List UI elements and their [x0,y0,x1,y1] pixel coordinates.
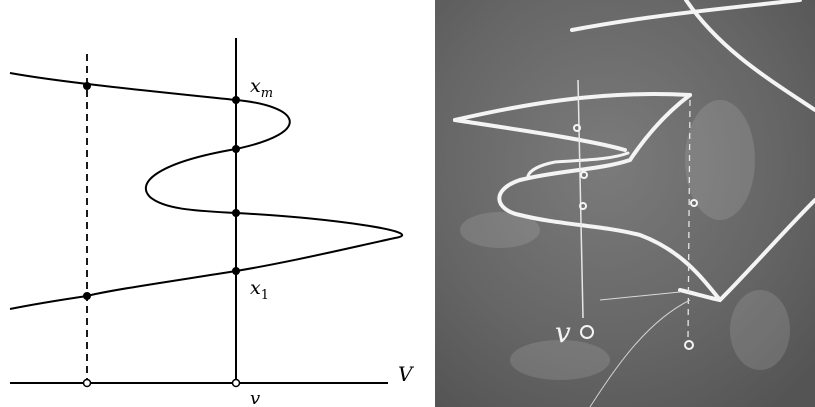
chalk-s-inner [526,151,630,178]
point-middle-upper [232,145,240,153]
point-dashed-bottom [83,292,91,300]
chalk-smudges [460,100,790,380]
point-dashed-top [83,82,91,90]
chalk-label-v: v [555,316,571,349]
label-V: V [398,362,415,386]
cusp-boundary [453,0,815,303]
point-x1 [232,267,240,275]
chalk-vertical-dashed [687,99,691,341]
point-xm [232,96,240,104]
open-point-dashed [82,378,92,388]
chalk-dots [573,124,698,350]
label-xm: xm [250,75,273,101]
chalkboard-photo: v [435,0,815,407]
chalk-s-curve [497,93,722,302]
open-point-v [231,378,241,388]
chalk-arc [589,299,691,407]
point-middle-lower [232,209,240,217]
s-curve [9,72,404,310]
label-x1: x1 [250,277,269,303]
label-v: v [250,388,260,407]
chalk-guide-line [599,291,681,301]
chalk-vertical-solid [577,79,584,319]
fold-diagram: xm x1 V v [9,38,415,407]
